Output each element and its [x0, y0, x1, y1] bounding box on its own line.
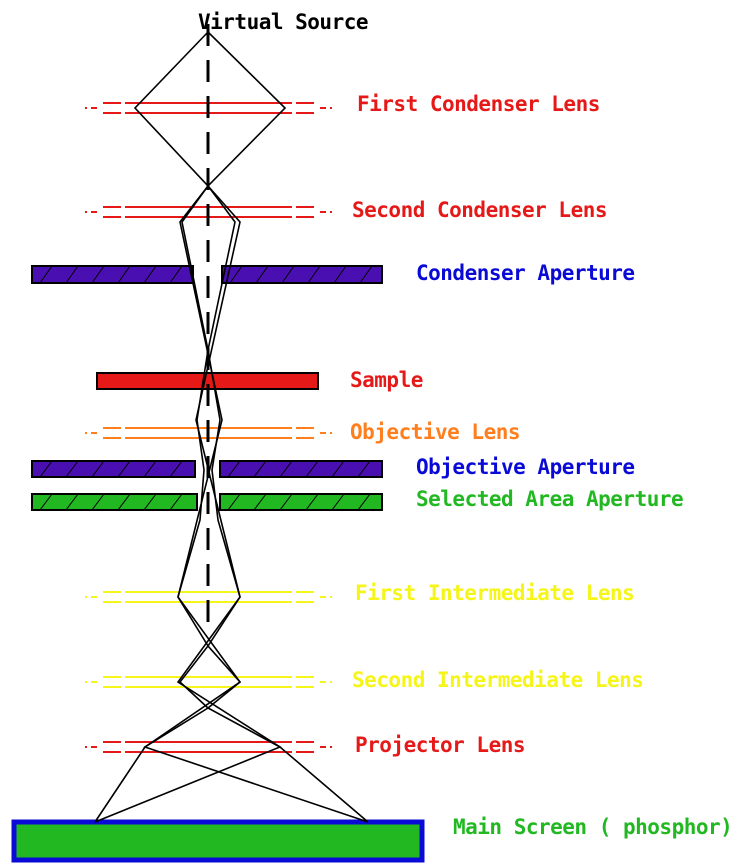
first-condenser-lens-label: First Condenser Lens: [357, 92, 600, 116]
objective-aperture: [31, 460, 383, 478]
objective-lens: [85, 427, 332, 439]
selected-area-aperture: [31, 493, 383, 511]
virtual-source-label: Virtual Source: [198, 10, 369, 34]
electron-beam-rays: [94, 24, 369, 823]
beam-ray: [143, 185, 369, 823]
projector-lens-label: Projector Lens: [355, 733, 526, 757]
second-condenser-lens-label: Second Condenser Lens: [352, 198, 608, 222]
condenser-aperture-label: Condenser Aperture: [416, 261, 635, 285]
main-screen: [11, 819, 425, 863]
condenser-aperture: [31, 265, 383, 284]
sample-label: Sample: [350, 368, 423, 392]
beam-ray: [94, 185, 282, 823]
objective-lens-label: Objective Lens: [350, 420, 521, 444]
main-screen-label: Main Screen ( phosphor): [453, 815, 733, 839]
objective-aperture-label: Objective Aperture: [416, 455, 635, 479]
second-intermediate-lens-label: Second Intermediate Lens: [352, 668, 644, 692]
projector-lens: [85, 741, 332, 753]
selected-area-aperture-label: Selected Area Aperture: [416, 487, 684, 511]
second-intermediate-lens: [85, 676, 332, 688]
first-intermediate-lens-label: First Intermediate Lens: [355, 581, 635, 605]
